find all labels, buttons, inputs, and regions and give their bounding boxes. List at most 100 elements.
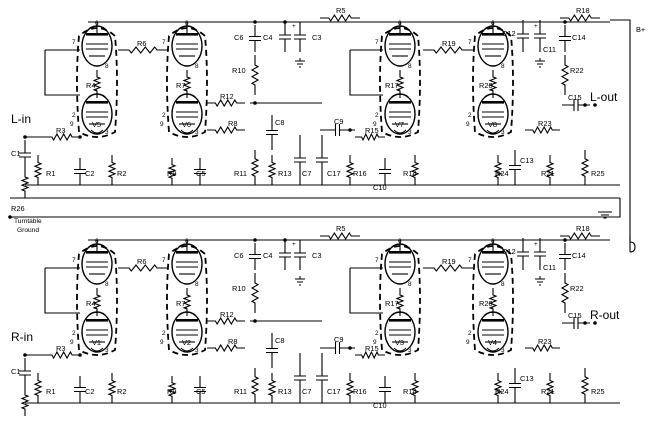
resistor-R11 (250, 368, 260, 403)
resistor-R6 (118, 264, 168, 272)
ground-terminal (8, 215, 12, 219)
capacitor-label-C8: C8 (275, 336, 284, 345)
resistor-R19 (423, 46, 473, 54)
resistor-label-R4: R4 (86, 299, 95, 308)
resistor-label-R1: R1 (46, 169, 55, 178)
capacitor-label-C11: C11 (543, 45, 556, 54)
capacitor-label-C5: C5 (196, 387, 205, 396)
capacitor-C1 (19, 358, 31, 388)
capacitor-C8 (266, 333, 278, 368)
capacitor-C3 (294, 240, 306, 270)
resistor-label-R7: R7 (176, 299, 185, 308)
bplus-label: B+ (636, 25, 645, 34)
capacitor-C15 (562, 99, 590, 111)
chassis-ground-line (10, 198, 621, 218)
resistor-label-R12: R12 (220, 92, 234, 101)
dual-triode-outline (379, 245, 421, 356)
resistor-label-R24: R24 (495, 387, 509, 396)
ground-symbol (295, 58, 305, 68)
junction-dot (348, 128, 352, 132)
ground-symbol (295, 276, 305, 286)
resistor-label-R5: R5 (336, 6, 345, 15)
pin-number: 2 (468, 330, 472, 337)
tube-label-V6: V6 (182, 120, 191, 129)
capacitor-label-C13: C13 (520, 156, 534, 165)
bplus-crossover (629, 241, 636, 253)
tube-label-V5: V5 (92, 120, 101, 129)
plate-lower (86, 319, 108, 322)
resistor-label-R19: R19 (442, 39, 456, 48)
capacitor-label-C7: C7 (302, 387, 311, 396)
pin-number: 3 (501, 347, 505, 354)
plate-lower (389, 101, 411, 104)
pin-number: 2 (375, 330, 379, 337)
resistor-R6 (118, 46, 168, 54)
pin-number: 8 (501, 63, 505, 70)
resistor-R16 (345, 373, 355, 403)
dual-triode-outline (472, 27, 514, 138)
plate-lower (482, 101, 504, 104)
pin-number: 9 (70, 339, 74, 346)
capacitor-C14 (559, 25, 571, 52)
output-terminal (593, 103, 597, 107)
pin-number: 7 (468, 257, 472, 264)
pin-number: 2 (72, 112, 76, 119)
plate-upper (389, 251, 411, 254)
resistor-R24 (493, 373, 503, 403)
resistor-label-R3: R3 (56, 126, 65, 135)
resistor-R11 (250, 150, 260, 185)
plate-lower (86, 101, 108, 104)
resistor-label-R21: R21 (541, 169, 555, 178)
feedback-loop (44, 267, 80, 314)
plate-upper (176, 251, 198, 254)
resistor-label-R4: R4 (86, 81, 95, 90)
resistor-label-R6: R6 (137, 39, 146, 48)
bplus-rail (610, 19, 631, 242)
resistor-label-R21: R21 (541, 387, 555, 396)
resistor-label-R11: R11 (234, 387, 247, 396)
capacitor-C10 (379, 376, 391, 403)
resistor-R1 (33, 373, 43, 403)
capacitor-label-C4: C4 (263, 33, 272, 42)
pin-number: 9 (466, 339, 470, 346)
capacitor-C14 (559, 243, 571, 270)
capacitor-C17 (316, 353, 328, 403)
resistor-label-R9: R9 (167, 169, 176, 178)
capacitor-C5 (194, 158, 206, 185)
resistor-R25 (580, 150, 590, 185)
pin-number: 2 (162, 330, 166, 337)
pin-number: 2 (468, 112, 472, 119)
dual-triode-outline (472, 245, 514, 356)
heater (486, 129, 500, 134)
dual-triode-outline (379, 27, 421, 138)
resistor-label-R10: R10 (232, 284, 246, 293)
tube-label-V7: V7 (395, 120, 404, 129)
resistor-label-R14: R14 (403, 169, 417, 178)
capacitor-C17 (316, 135, 328, 185)
pin-number: 3 (195, 347, 199, 354)
capacitor-C6 (249, 243, 261, 270)
resistor-R20 (488, 70, 498, 98)
resistor-label-R11: R11 (234, 169, 247, 178)
pin-number: 8 (105, 281, 109, 288)
junction-dot (283, 20, 287, 24)
junction-dot (583, 103, 587, 107)
junction-dot (583, 321, 587, 325)
polarity-mark: + (534, 241, 538, 248)
resistor-R13 (267, 155, 277, 185)
capacitor-C12 (517, 20, 529, 52)
input-label: L-in (11, 112, 31, 126)
capacitor-label-C17: C17 (327, 169, 341, 178)
plate-upper (482, 33, 504, 36)
heater (393, 347, 407, 352)
resistor-label-R7: R7 (176, 81, 185, 90)
capacitor-C9 (320, 124, 355, 136)
capacitor-C2 (74, 158, 86, 185)
capacitor-label-C12: C12 (502, 29, 516, 38)
junction-dot (253, 101, 257, 105)
resistor-R22 (560, 55, 570, 95)
heater (180, 347, 194, 352)
pin-number: 8 (408, 281, 412, 288)
heater (180, 129, 194, 134)
resistor-label-R9: R9 (167, 387, 176, 396)
